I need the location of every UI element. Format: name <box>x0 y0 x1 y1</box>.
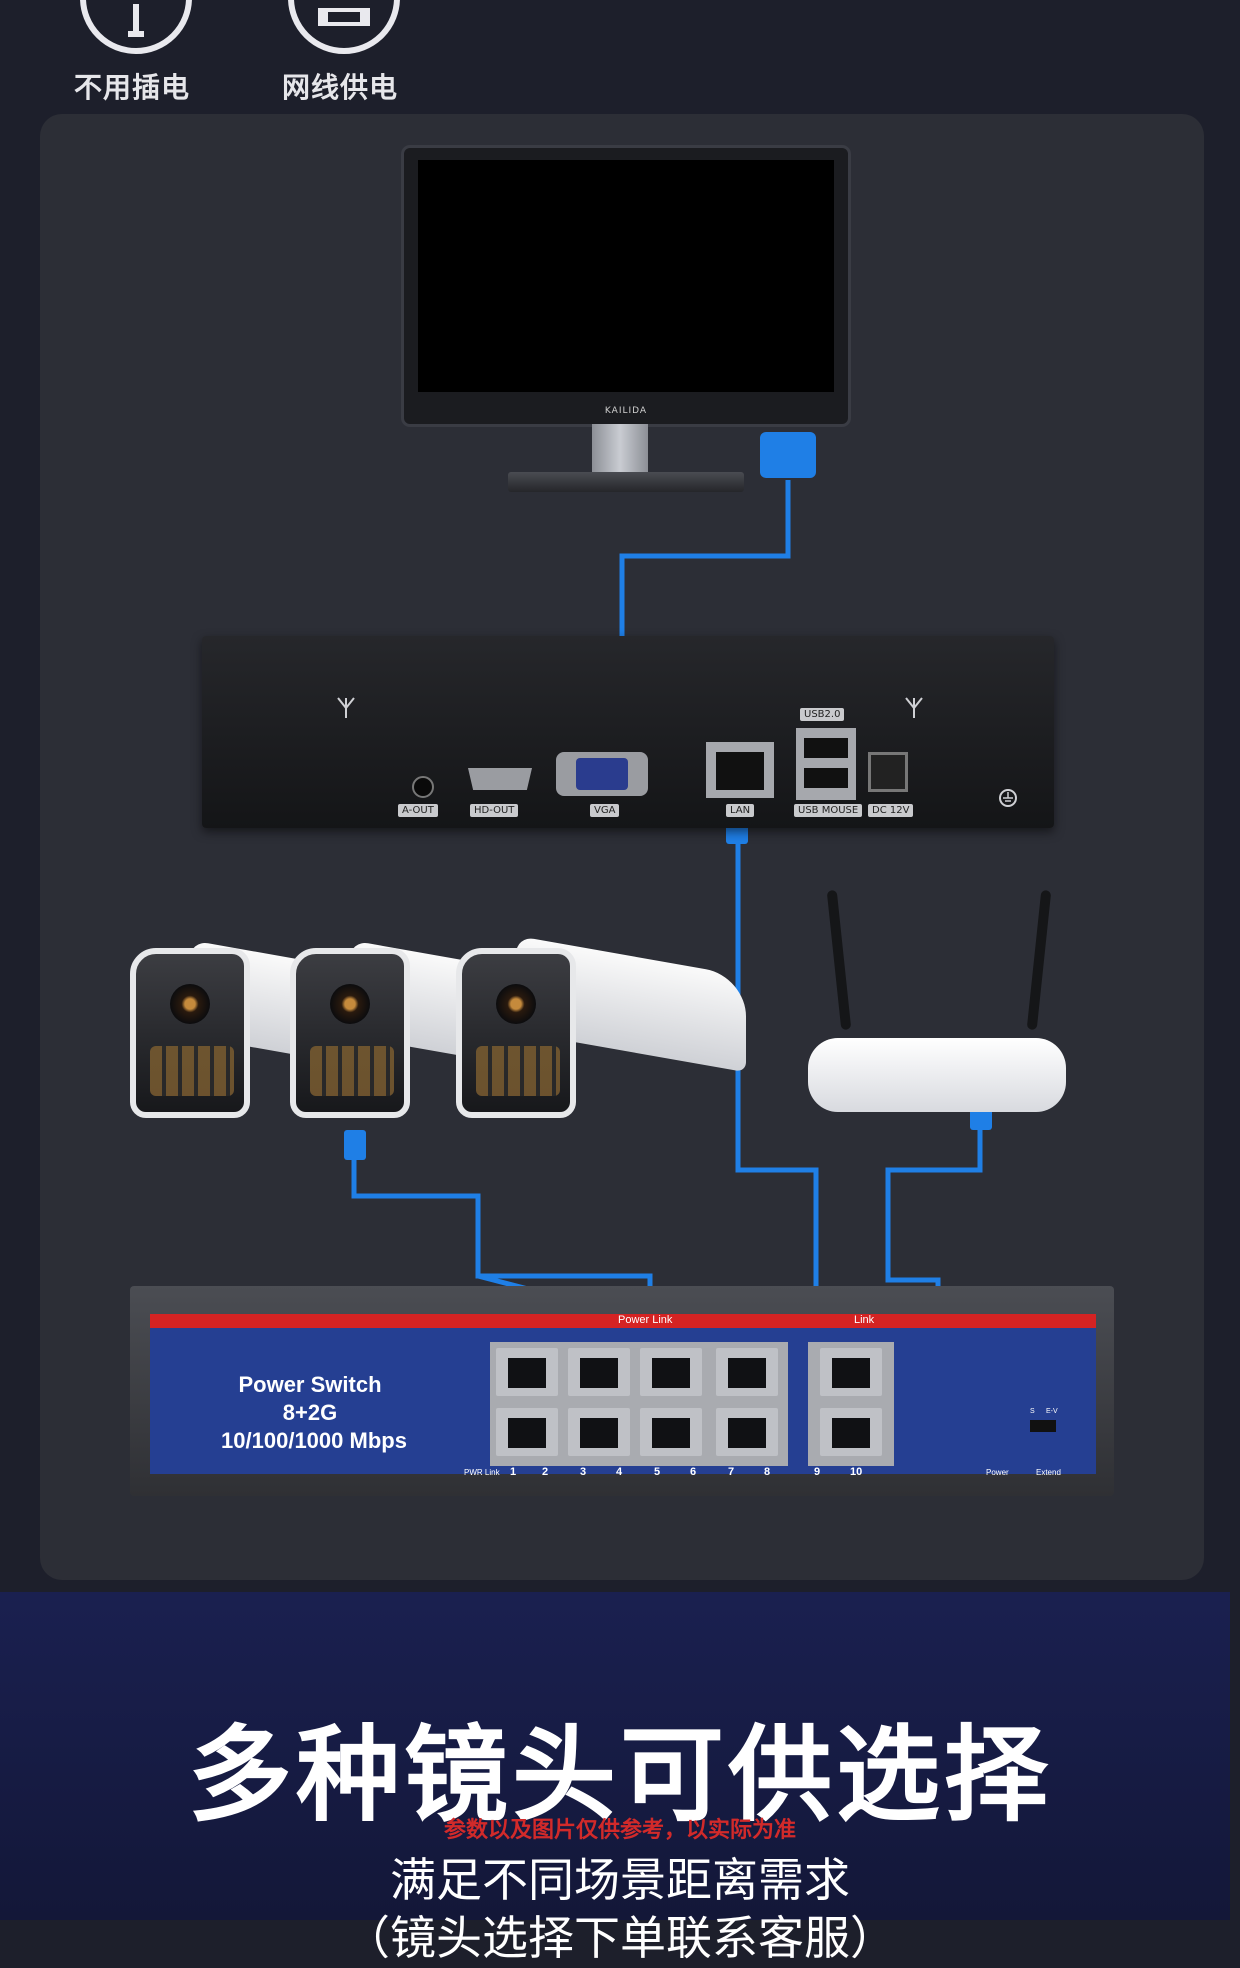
subtitle-partial: （镜头选择下单联系客服） <box>344 1911 896 1965</box>
monitor-screen <box>418 160 834 392</box>
port-number: 1 <box>510 1466 517 1478</box>
port-label-lan: LAN <box>726 804 755 817</box>
port-number: 3 <box>580 1466 587 1478</box>
monitor-brand: KAILIDA <box>604 406 648 416</box>
switch-port <box>568 1348 630 1396</box>
wifi-router <box>808 1038 1066 1112</box>
switch-speed: 10/100/1000 Mbps <box>221 1428 407 1453</box>
camera <box>130 940 370 1118</box>
port-number: 8 <box>764 1466 771 1478</box>
port-label-aout: A-OUT <box>398 804 438 817</box>
extend-indicator-label: Extend <box>1036 1468 1061 1477</box>
port-number: 6 <box>690 1466 697 1478</box>
lan-port <box>706 742 774 798</box>
hdmi-port <box>468 768 532 790</box>
port-number: 5 <box>654 1466 661 1478</box>
monitor-stand-neck <box>592 424 648 480</box>
poe-switch-front: Power Switch 8+2G 10/100/1000 Mbps Power… <box>150 1314 1096 1478</box>
switch-port <box>568 1408 630 1456</box>
camera-lens <box>170 984 210 1024</box>
pwr-link-label: PWR Link <box>464 1468 500 1477</box>
switch-port <box>820 1408 882 1456</box>
bottom-banner <box>0 1592 1230 1920</box>
usb-ports <box>796 728 856 800</box>
switch-port <box>496 1348 558 1396</box>
port-label-usb-mouse: USB MOUSE <box>794 804 863 817</box>
power-link-label: Power Link <box>618 1314 673 1326</box>
dip-switch-label: S <box>1030 1408 1035 1415</box>
monitor-stand-base <box>508 472 744 492</box>
port-number: 7 <box>728 1466 735 1478</box>
headline: 多种镜头可供选择 <box>187 1714 1052 1836</box>
port-label-usb-top: USB2.0 <box>800 708 845 721</box>
dip-switch-label: E-V <box>1046 1408 1058 1415</box>
camera-ir-leds <box>476 1046 560 1096</box>
audio-port <box>412 776 434 798</box>
camera <box>290 940 530 1118</box>
subtitle: 满足不同场景距离需求 <box>390 1853 850 1907</box>
switch-port <box>716 1348 778 1396</box>
switch-ports-desc: 8+2G <box>282 1400 338 1425</box>
camera-lens <box>496 984 536 1024</box>
vga-port <box>556 752 648 796</box>
ground-icon <box>999 789 1017 807</box>
dip-switch <box>1030 1420 1056 1432</box>
unplug-power-label: 不用插电 <box>74 71 191 104</box>
port-number: 9 <box>814 1466 821 1478</box>
antenna-icon <box>905 697 923 718</box>
switch-port <box>716 1408 778 1456</box>
camera-ir-leds <box>150 1046 234 1096</box>
antenna-icon <box>337 697 355 718</box>
nvr-recorder: A-OUT HD-OUT VGA LAN USB2.0 USB MOUSE DC… <box>202 636 1054 828</box>
port-label-hdout: HD-OUT <box>470 804 519 817</box>
camera <box>456 935 746 1118</box>
switch-port <box>640 1408 702 1456</box>
monitor: KAILIDA <box>404 148 848 424</box>
dc-power-port <box>868 752 908 792</box>
port-label-dc: DC 12V <box>868 804 914 817</box>
port-label-vga: VGA <box>590 804 620 817</box>
disclaimer-note: 参数以及图片仅供参考，以实际为准 <box>443 1818 796 1843</box>
switch-title: Power Switch <box>238 1372 382 1397</box>
camera-ir-leds <box>310 1046 394 1096</box>
ethernet-power-label: 网线供电 <box>282 71 399 104</box>
port-number: 10 <box>850 1466 863 1478</box>
switch-port <box>640 1348 702 1396</box>
link-label: Link <box>854 1314 875 1326</box>
port-number: 2 <box>542 1466 549 1478</box>
camera-lens <box>330 984 370 1024</box>
port-number: 4 <box>616 1466 623 1478</box>
power-indicator-label: Power <box>986 1468 1009 1477</box>
switch-port <box>496 1408 558 1456</box>
switch-port <box>820 1348 882 1396</box>
